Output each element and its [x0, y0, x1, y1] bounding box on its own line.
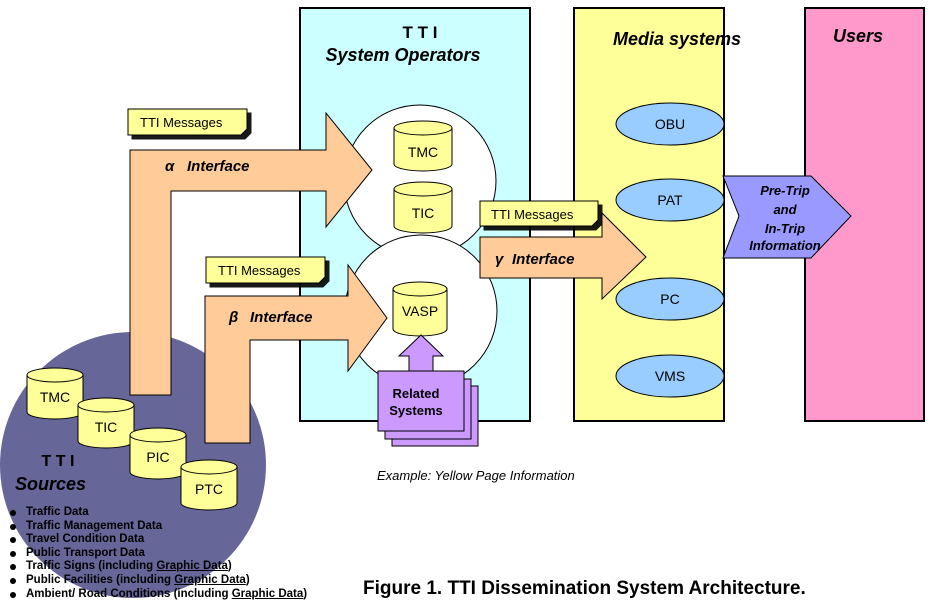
gamma-symbol: γ [495, 251, 505, 268]
list-item-suffix: ) [303, 587, 308, 600]
list-item-text: Traffic Management Data [26, 519, 163, 532]
obu-label: OBU [655, 116, 685, 132]
list-item-text: Traffic Signs (including [26, 560, 157, 573]
example-note: Example: Yellow Page Information [377, 468, 575, 483]
pat-ellipse [615, 178, 725, 222]
related-systems-up-arrow [397, 334, 445, 373]
source-tic-database [77, 397, 135, 449]
obu-ellipse [615, 102, 725, 146]
list-item: Traffic Management Data [10, 520, 307, 534]
bullet-icon [10, 564, 16, 571]
related-systems-label: Systems [389, 403, 442, 418]
bullet-icon [10, 577, 16, 584]
list-item: Traffic Signs (including Graphic Data) [10, 560, 307, 574]
source-data-list: Traffic Data Traffic Management Data Tra… [10, 506, 307, 601]
beta-symbol: β [228, 309, 238, 326]
list-item-text: Travel Condition Data [26, 533, 145, 546]
source-pic-label: PIC [146, 449, 169, 465]
tic-database [393, 181, 453, 234]
sources-title-tti: T T I [42, 453, 75, 470]
beta-interface-arrow [204, 263, 388, 444]
figure-caption: Figure 1. TTI Dissemination System Archi… [363, 578, 806, 599]
alpha-symbol: α [165, 158, 175, 175]
list-item-text: Public Transport Data [26, 546, 145, 559]
bullet-icon [10, 550, 16, 557]
tti-messages-label: TTI Messages [140, 115, 223, 130]
list-item-underlined: Graphic Data [156, 560, 228, 573]
sources-title: Sources [15, 474, 86, 494]
related-systems-label: Related [393, 386, 440, 401]
list-item: Public Transport Data [10, 547, 307, 561]
list-item-underlined: Graphic Data [174, 573, 246, 586]
vasp-database [392, 281, 448, 337]
source-tmc-label: TMC [40, 389, 70, 405]
tti-messages-note-alpha [127, 108, 248, 136]
source-pic-database [129, 427, 187, 480]
list-item-suffix: ) [227, 560, 232, 573]
alpha-interface-arrow [129, 111, 373, 396]
operators-title: System Operators [325, 45, 480, 65]
list-item-underlined: Graphic Data [231, 587, 304, 600]
source-ptc-database [180, 459, 238, 511]
list-item-text: Traffic Data [26, 506, 89, 518]
list-item: Ambient/ Road Conditions (including Grap… [10, 588, 307, 602]
pc-ellipse [615, 277, 725, 321]
list-item-text: Ambient/ Road Conditions (including [26, 587, 232, 600]
bullet-icon [10, 523, 16, 530]
pre-trip-label: In-Trip [765, 221, 805, 236]
bullet-icon [10, 591, 16, 598]
pre-trip-label: Information [749, 238, 821, 253]
list-item: Public Facilities (including Graphic Dat… [10, 574, 307, 588]
bullet-icon [10, 510, 16, 516]
vms-ellipse [615, 354, 725, 398]
list-item-text: Public Facilities (including [26, 573, 175, 586]
beta-label: Interface [250, 309, 313, 326]
list-item: Travel Condition Data [10, 533, 307, 547]
tti-messages-note-gamma [479, 200, 599, 227]
source-tic-label: TIC [95, 419, 118, 435]
source-tmc-database [26, 367, 84, 420]
tti-messages-label: TTI Messages [218, 263, 301, 278]
tti-messages-note-beta [205, 256, 326, 284]
source-ptc-label: PTC [195, 481, 223, 497]
pre-trip-label: Pre-Trip [760, 183, 810, 198]
pat-label: PAT [657, 192, 683, 208]
media-systems-title: Media systems [613, 29, 741, 49]
alpha-label: Interface [187, 158, 250, 175]
operators-title-tti: T T I [403, 23, 438, 42]
list-item-suffix: ) [245, 573, 250, 586]
gamma-interface-arrow [479, 211, 647, 301]
tic-label: TIC [412, 205, 435, 221]
gamma-label: Interface [512, 251, 575, 268]
bullet-icon [10, 537, 16, 544]
vms-label: VMS [655, 368, 685, 384]
pre-trip-label: and [773, 202, 797, 217]
pc-label: PC [660, 291, 679, 307]
vasp-label: VASP [402, 303, 438, 319]
users-title: Users [833, 26, 883, 46]
pre-trip-arrow [722, 175, 852, 259]
tmc-database [393, 120, 453, 172]
tmc-label: TMC [408, 144, 438, 160]
list-item: Traffic Data [10, 506, 307, 520]
tti-messages-label: TTI Messages [491, 207, 574, 222]
related-systems-box [377, 370, 465, 432]
